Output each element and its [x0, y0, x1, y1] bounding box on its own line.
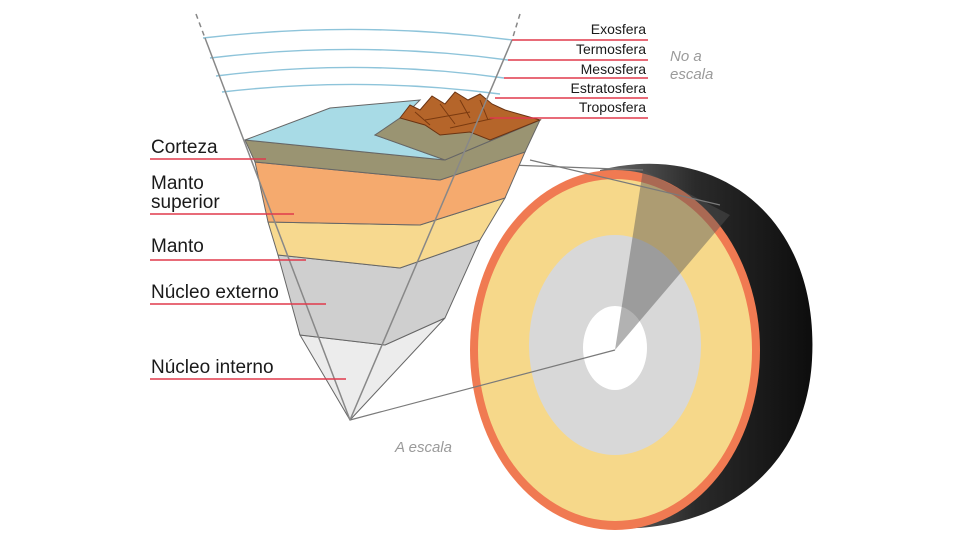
label-exosphere: Exosfera	[591, 21, 646, 37]
label-stratosphere: Estratosfera	[571, 80, 647, 96]
note-to-scale: A escala	[394, 439, 452, 456]
guide-line-bottom	[349, 349, 616, 421]
atm-arc-2	[209, 48, 509, 61]
label-mantle: Manto	[151, 236, 204, 257]
guide-line-mid	[509, 164, 644, 171]
label-upper-mantle-line2: superior	[151, 192, 220, 213]
label-crust: Corteza	[151, 137, 218, 158]
note-not-to-scale-line2: escala	[670, 66, 713, 83]
label-outer-core: Núcleo externo	[151, 282, 279, 303]
label-thermosphere: Termosfera	[576, 41, 646, 57]
earth-sphere	[470, 163, 813, 530]
label-inner-core: Núcleo interno	[151, 357, 274, 378]
label-upper-mantle-line1: Manto	[151, 173, 204, 194]
wedge-edge-left	[204, 37, 351, 421]
continent-mountains	[399, 91, 542, 141]
atm-arc-4	[221, 83, 501, 95]
sphere-inner-core	[583, 306, 647, 390]
wedge-edge-right	[349, 39, 513, 421]
atm-arc-3	[215, 66, 505, 79]
scale-notes: No a escala A escala	[394, 48, 713, 456]
guide-lines	[349, 159, 721, 421]
atm-arc-1	[202, 28, 513, 41]
layer-labels: Corteza Manto superior Manto Núcleo exte…	[150, 137, 346, 380]
wedge-edge-left-dashed	[195, 13, 206, 39]
wedge-edge-right-dashed	[511, 13, 521, 41]
wedge-edges	[195, 13, 521, 421]
atmosphere-labels: Exosfera Termosfera Mesosfera Estratosfe…	[490, 21, 648, 119]
mountain-ridges	[414, 99, 496, 129]
label-mesosphere: Mesosfera	[581, 61, 647, 77]
sphere-wedge	[615, 170, 730, 350]
label-troposphere: Troposfera	[579, 99, 646, 115]
note-not-to-scale-line1: No a	[670, 48, 702, 65]
atmosphere-arcs	[202, 28, 513, 95]
